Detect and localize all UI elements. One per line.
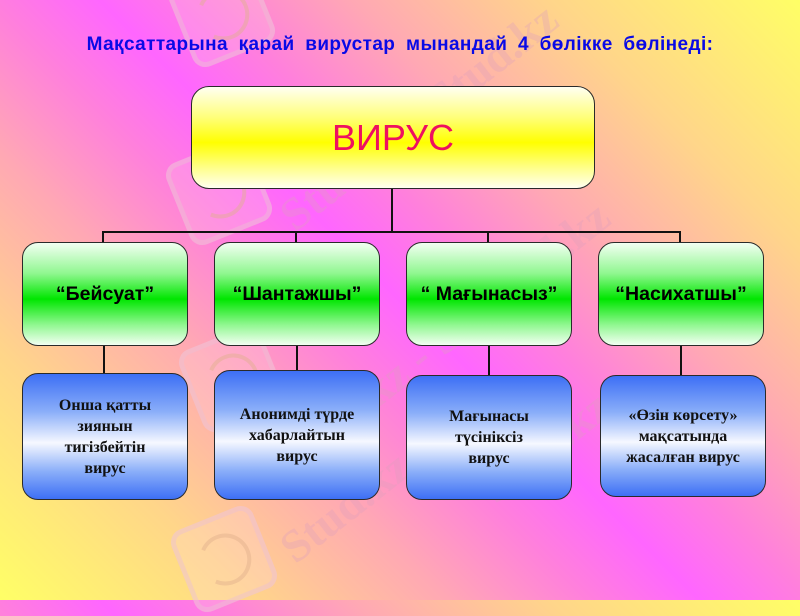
connector-drop-1	[102, 231, 104, 243]
description-text: Анонимді түрде хабарлайтын вирус	[239, 405, 355, 465]
category-label: “Насихатшы”	[615, 282, 747, 305]
description-node-1: Онша қатты зиянын тигізбейтін вирус	[22, 373, 188, 500]
connector-cat3-desc3	[488, 345, 490, 376]
root-node-virus: ВИРУС	[191, 86, 595, 189]
root-node-label: ВИРУС	[332, 116, 454, 158]
description-text: Мағынасы түсініксіз вирус	[449, 408, 529, 467]
category-label: “Бейсуат”	[55, 282, 155, 305]
description-text: «Өзін көрсету» мақсатында жасалған вирус	[626, 406, 740, 466]
category-label: “Шантажшы”	[232, 282, 362, 305]
connector-cat2-desc2	[296, 345, 298, 371]
category-node-shantazhshy: “Шантажшы”	[214, 242, 380, 346]
category-node-magynasyz: “ Мағынасыз”	[406, 242, 572, 346]
category-label: “ Мағынасыз”	[420, 282, 558, 305]
category-node-beisuat: “Бейсуат”	[22, 242, 188, 346]
connector-cat1-desc1	[103, 345, 105, 374]
description-node-2: Анонимді түрде хабарлайтын вирус	[214, 370, 380, 500]
description-node-3: Мағынасы түсініксіз вирус	[406, 375, 572, 500]
description-node-4: «Өзін көрсету» мақсатында жасалған вирус	[600, 375, 766, 497]
description-text: Онша қатты зиянын тигізбейтін вирус	[58, 396, 152, 477]
page-title: Мақсаттарына қарай вирустар мынандай 4 б…	[86, 34, 714, 55]
connector-cat4-desc4	[680, 345, 682, 376]
connector-horizontal	[102, 231, 681, 233]
connector-drop-4	[679, 231, 681, 243]
connector-drop-2	[295, 231, 297, 243]
category-node-nasikhatshy: “Насихатшы”	[598, 242, 764, 346]
watermark-logo-icon	[166, 501, 282, 616]
connector-drop-3	[487, 231, 489, 243]
connector-root-vertical	[391, 188, 393, 233]
